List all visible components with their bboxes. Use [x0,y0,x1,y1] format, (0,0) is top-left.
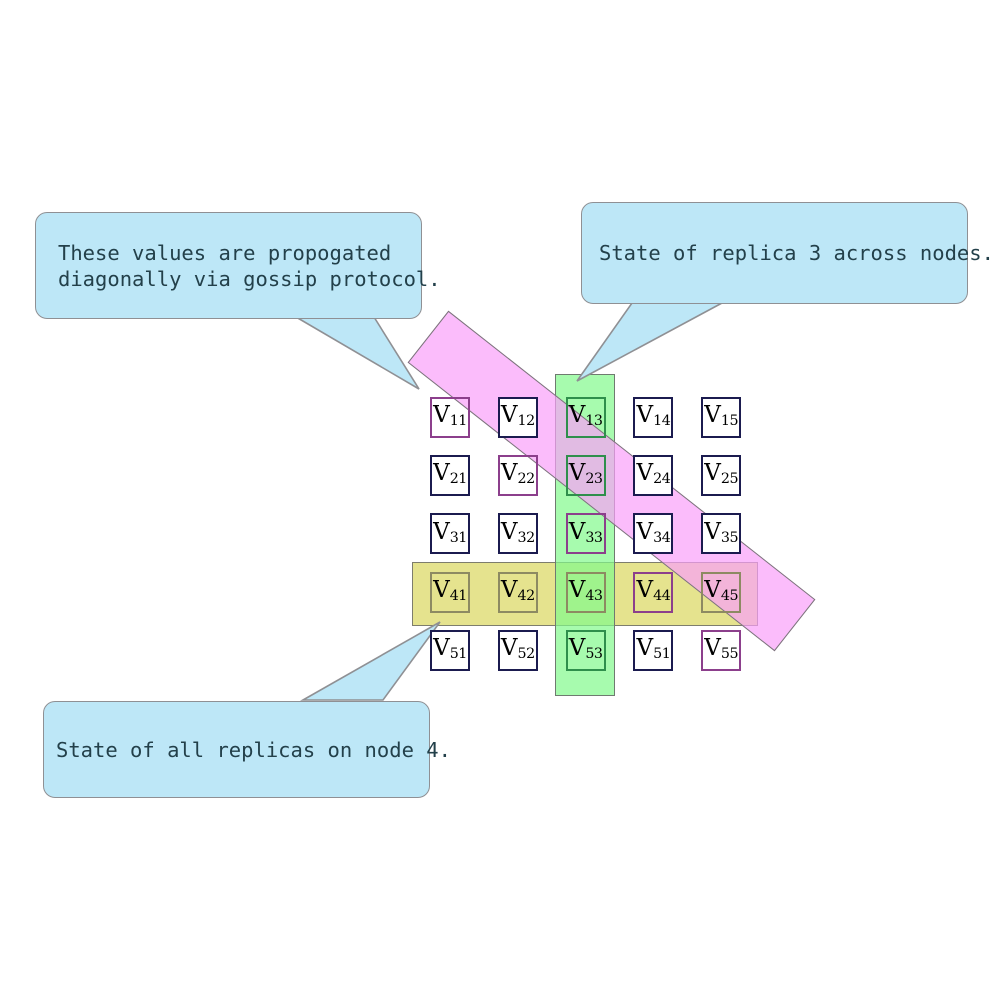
grid-cell-V33[interactable]: V33 [565,513,606,555]
grid-cell-subscript: 43 [585,588,603,605]
grid-cell-subscript: 23 [585,471,603,488]
grid-cell-V23[interactable]: V23 [565,455,606,497]
grid-cell-label: V33 [568,518,603,546]
grid-cell-label: V25 [704,460,739,488]
grid-cell-subscript: 55 [720,646,739,663]
grid-cell-label: V51 [636,635,671,663]
grid-cell-label: V35 [704,518,739,546]
grid-cell-label: V44 [636,576,671,605]
callout-gossip-text: These values are propogated diagonally v… [58,240,441,291]
callout-node-4: State of all replicas on node 4. [43,701,451,798]
grid-cell-subscript: 11 [449,413,468,430]
grid-cell-V13[interactable]: V13 [565,397,606,438]
grid-cell-V12[interactable]: V12 [497,397,538,438]
grid-cell-label: V52 [500,635,536,663]
grid-cell-subscript: 44 [653,588,671,605]
grid-cell-label: V53 [568,635,603,663]
grid-cell-V22[interactable]: V22 [497,455,538,497]
grid-cell-label: V34 [636,518,671,546]
callout-replica-3-text: State of replica 3 across nodes. [599,241,994,265]
callout-replica-3: State of replica 3 across nodes. [581,202,994,304]
grid-cell-label: V55 [704,635,739,663]
grid-cell-V45[interactable]: V45 [701,571,742,613]
grid-cell-label: V21 [433,460,468,488]
grid-cell-label: V12 [500,402,536,430]
grid-cell-label: V23 [568,460,603,488]
grid-cell-V51[interactable]: V51 [633,629,674,671]
grid-cell-subscript: 25 [720,471,739,488]
grid-cell-subscript: 53 [585,646,603,663]
grid-cell-label: V24 [636,460,671,488]
grid-cell-subscript: 35 [720,529,739,546]
grid-cell-subscript: 21 [449,471,468,488]
grid-cell-V52[interactable]: V52 [497,629,538,671]
grid-cell-V35[interactable]: V35 [701,513,742,555]
grid-cell-V32[interactable]: V32 [497,513,538,555]
grid-cell-V11[interactable]: V11 [430,397,470,438]
grid-cell-subscript: 33 [585,529,603,546]
grid-cell-V34[interactable]: V34 [633,513,674,555]
grid-cell-V24[interactable]: V24 [633,455,674,497]
grid-cell-V53[interactable]: V53 [565,629,606,671]
grid-cell-subscript: 34 [653,529,671,546]
grid-cell-V14[interactable]: V14 [633,397,674,438]
grid-cell-subscript: 41 [449,588,468,605]
grid-cell-label: V41 [433,576,468,605]
grid-cell-label: V11 [433,402,468,430]
grid-cell-subscript: 42 [517,588,536,605]
grid-cell-subscript: 32 [517,529,536,546]
grid-cell-V31[interactable]: V31 [430,513,470,555]
grid-cell-subscript: 52 [517,646,536,663]
grid-cell-V42[interactable]: V42 [497,571,538,613]
grid-cell-subscript: 13 [585,413,603,430]
grid-cell-V43[interactable]: V43 [565,571,606,613]
grid-cell-V15[interactable]: V15 [701,397,742,438]
grid-cell-label: V43 [568,576,603,605]
grid-cell-label: V32 [500,518,536,546]
grid-cell-subscript: 31 [449,529,468,546]
grid-cell-subscript: 24 [653,471,671,488]
grid-cell-V44[interactable]: V44 [633,571,674,613]
callout-gossip-protocol: These values are propogated diagonally v… [35,212,441,319]
grid-cell-V55[interactable]: V55 [701,629,742,671]
grid-cell-label: V15 [704,402,739,430]
grid-cell-V25[interactable]: V25 [701,455,742,497]
grid-cell-V21[interactable]: V21 [430,455,470,497]
grid-cell-subscript: 45 [720,588,739,605]
grid-cell-subscript: 51 [653,646,671,663]
grid-cell-label: V14 [636,402,671,430]
grid-cell-label: V51 [433,635,468,663]
grid-cell-label: V13 [568,402,603,430]
grid-cell-label: V42 [500,576,536,605]
grid-cell-V51[interactable]: V51 [430,629,470,671]
grid-cell-V41[interactable]: V41 [430,571,470,613]
grid-cell-subscript: 51 [449,646,468,663]
grid-cell-label: V22 [500,460,536,488]
grid-cell-subscript: 12 [517,413,536,430]
grid-cell-subscript: 15 [720,413,739,430]
grid-cell-subscript: 14 [653,413,671,430]
grid-cell-label: V31 [433,518,468,546]
callout-node-4-text: State of all replicas on node 4. [56,737,451,762]
callout-pointer-replica3 [576,302,723,382]
callout-pointer-node4 [299,621,441,701]
grid-cell-label: V45 [704,576,739,605]
callout-pointer-gossip [293,316,420,390]
grid-cell-subscript: 22 [517,471,536,488]
